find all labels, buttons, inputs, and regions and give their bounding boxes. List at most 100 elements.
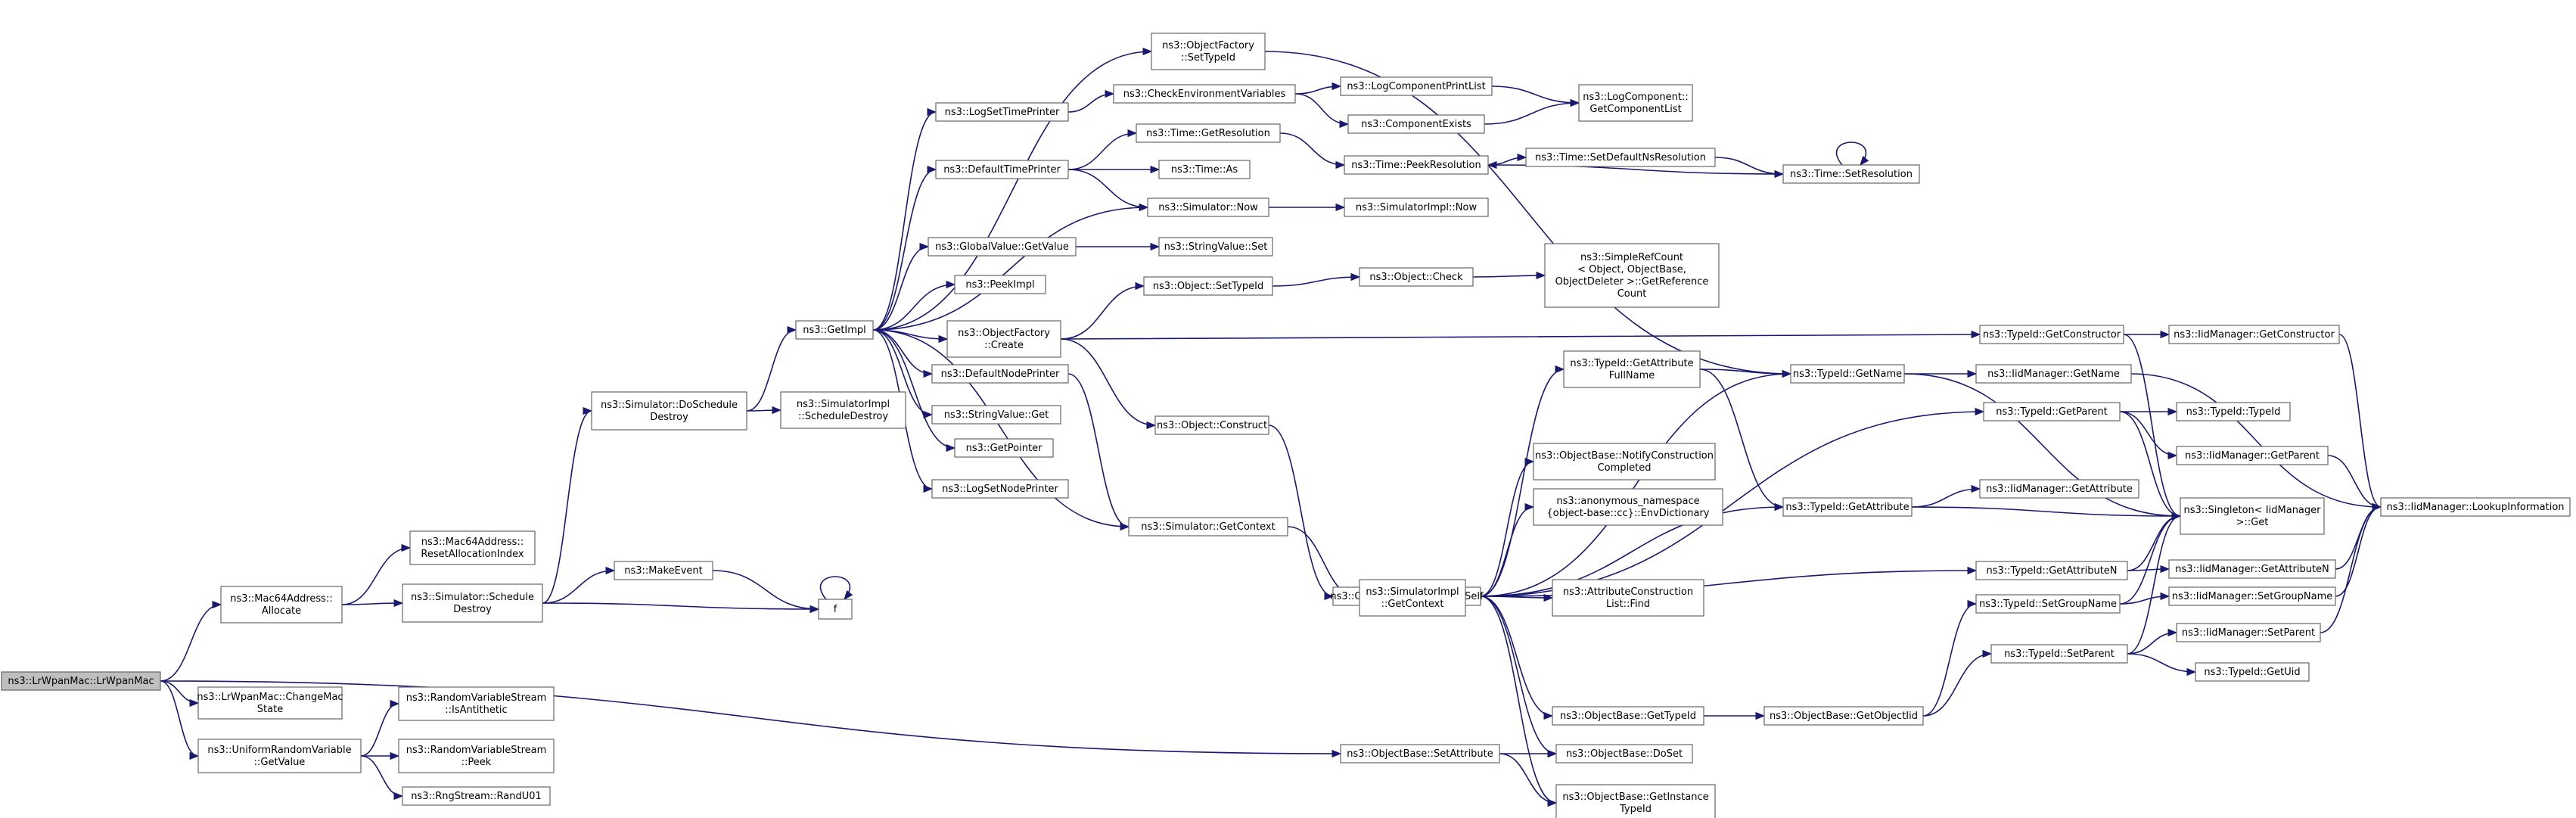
node-box[interactable]	[931, 364, 1069, 384]
function-node-getparent[interactable]: ns3::TypeId::GetParent	[1983, 402, 2121, 421]
node-box[interactable]	[1790, 364, 1905, 384]
node-box[interactable]	[1359, 579, 1466, 617]
node-box[interactable]	[1, 671, 161, 691]
function-node-typeidtypeid[interactable]: ns3::TypeId::TypeId	[2176, 402, 2291, 421]
node-box[interactable]	[1158, 237, 1273, 257]
node-box[interactable]	[931, 479, 1069, 499]
node-box[interactable]	[1136, 123, 1281, 143]
function-node-setattr[interactable]: ns3::ObjectBase::SetAttribute	[1340, 744, 1500, 764]
function-node-ofset[interactable]: ns3::ObjectFactory::SetTypeId	[1151, 33, 1266, 70]
node-box[interactable]	[1578, 84, 1693, 122]
function-node-svget[interactable]: ns3::StringValue::Get	[931, 405, 1061, 425]
node-box[interactable]	[1344, 155, 1489, 175]
function-node-iidgetname[interactable]: ns3::IidManager::GetName	[1975, 364, 2132, 384]
node-box[interactable]	[1975, 561, 2128, 580]
node-box[interactable]	[2195, 662, 2310, 682]
function-node-doset[interactable]: ns3::ObjectBase::DoSet	[1555, 744, 1693, 764]
node-box[interactable]	[954, 438, 1054, 458]
function-node-ofcreate[interactable]: ns3::ObjectFactory::Create	[946, 320, 1061, 358]
node-box[interactable]	[1782, 497, 1913, 517]
function-node-peek[interactable]: ns3::RandomVariableStream::Peek	[398, 739, 555, 773]
function-node-setres[interactable]: ns3::Time::SetResolution	[1782, 164, 1920, 184]
node-box[interactable]	[402, 786, 551, 806]
function-node-isanti[interactable]: ns3::RandomVariableStream::IsAntithetic	[398, 686, 555, 721]
node-box[interactable]	[1359, 267, 1474, 287]
node-box[interactable]	[795, 320, 874, 340]
node-box[interactable]	[931, 405, 1061, 425]
function-node-randu[interactable]: ns3::RngStream::RandU01	[402, 786, 551, 806]
function-node-peekimpl[interactable]: ns3::PeekImpl	[954, 275, 1046, 294]
function-node-getattribute[interactable]: ns3::TypeId::GetAttribute	[1782, 497, 1913, 517]
node-box[interactable]	[2176, 446, 2329, 465]
function-node-allocate[interactable]: ns3::Mac64Address::Allocate	[220, 586, 343, 624]
node-box[interactable]	[1979, 325, 2124, 344]
node-box[interactable]	[1555, 744, 1693, 764]
node-box[interactable]	[780, 391, 906, 429]
node-box[interactable]	[2168, 559, 2336, 579]
node-box[interactable]	[1975, 364, 2132, 384]
function-node-defnode[interactable]: ns3::DefaultNodePrinter	[931, 364, 1069, 384]
node-box[interactable]	[1113, 84, 1296, 104]
function-node-implSched[interactable]: ns3::SimulatorImpl::ScheduleDestroy	[780, 391, 906, 429]
node-box[interactable]	[1525, 148, 1716, 167]
function-node-schedDestroy[interactable]: ns3::Simulator::ScheduleDestroy	[402, 583, 543, 623]
node-box[interactable]	[1782, 164, 1920, 184]
node-box[interactable]	[1340, 76, 1493, 96]
function-node-gettypeid[interactable]: ns3::ObjectBase::GetTypeId	[1552, 706, 1704, 726]
function-node-notify[interactable]: ns3::ObjectBase::NotifyConstructionCompl…	[1533, 443, 1716, 481]
node-box[interactable]	[2176, 402, 2291, 421]
function-node-simctx[interactable]: ns3::Simulator::GetContext	[1128, 517, 1288, 537]
function-node-getimpl[interactable]: ns3::GetImpl	[795, 320, 874, 340]
function-node-setgroup[interactable]: ns3::TypeId::SetGroupName	[1975, 594, 2121, 614]
function-node-checkenv[interactable]: ns3::CheckEnvironmentVariables	[1113, 84, 1296, 104]
node-box[interactable]	[935, 102, 1069, 122]
function-node-resetalloc[interactable]: ns3::Mac64Address::ResetAllocationIndex	[409, 530, 536, 565]
function-node-objcheck[interactable]: ns3::Object::Check	[1359, 267, 1474, 287]
node-box[interactable]	[1158, 160, 1251, 179]
node-box[interactable]	[1763, 706, 1924, 726]
node-box[interactable]	[2168, 586, 2336, 606]
function-node-objectiid[interactable]: ns3::ObjectBase::GetObjectIid	[1763, 706, 1924, 726]
node-box[interactable]	[197, 739, 362, 773]
function-node-svset[interactable]: ns3::StringValue::Set	[1158, 237, 1273, 257]
function-node-iidsetparent[interactable]: ns3::IidManager::SetParent	[2176, 623, 2321, 642]
node-box[interactable]	[1990, 644, 2128, 664]
function-node-iidsetgroup[interactable]: ns3::IidManager::SetGroupName	[2168, 586, 2336, 606]
node-box[interactable]	[946, 320, 1061, 358]
function-node-simnow[interactable]: ns3::Simulator::Now	[1147, 198, 1269, 217]
node-box[interactable]	[1147, 198, 1269, 217]
node-box[interactable]	[197, 686, 343, 720]
node-box[interactable]	[935, 160, 1069, 179]
node-box[interactable]	[409, 530, 536, 565]
node-box[interactable]	[2380, 497, 2571, 517]
node-box[interactable]	[398, 686, 555, 721]
function-node-objset[interactable]: ns3::Object::SetTypeId	[1143, 276, 1273, 296]
function-node-getattrn[interactable]: ns3::TypeId::GetAttributeN	[1975, 561, 2128, 580]
node-box[interactable]	[954, 275, 1046, 294]
node-box[interactable]	[1552, 579, 1704, 617]
node-box[interactable]	[398, 739, 555, 773]
function-node-getptr[interactable]: ns3::GetPointer	[954, 438, 1054, 458]
function-node-getname[interactable]: ns3::TypeId::GetName	[1790, 364, 1905, 384]
function-node-implctx[interactable]: ns3::SimulatorImpl::GetContext	[1359, 579, 1466, 617]
function-node-logprint[interactable]: ns3::LogComponentPrintList	[1340, 76, 1493, 96]
function-node-timepeekres[interactable]: ns3::Time::PeekResolution	[1344, 155, 1489, 175]
node-box[interactable]	[1533, 488, 1723, 526]
function-node-setdefns[interactable]: ns3::Time::SetDefaultNsResolution	[1525, 148, 1716, 167]
function-node-logtime[interactable]: ns3::LogSetTimePrinter	[935, 102, 1069, 122]
function-node-lookup[interactable]: ns3::IidManager::LookupInformation	[2380, 497, 2571, 517]
function-node-deftime[interactable]: ns3::DefaultTimePrinter	[935, 160, 1069, 179]
function-node-f[interactable]: f	[818, 599, 853, 620]
function-node-logcomp[interactable]: ns3::LogComponent::GetComponentList	[1578, 84, 1693, 122]
node-box[interactable]	[2180, 497, 2325, 535]
node-box[interactable]	[402, 583, 543, 623]
node-box[interactable]	[928, 237, 1077, 257]
function-node-root[interactable]: ns3::LrWpanMac::LrWpanMac	[1, 671, 161, 691]
node-box[interactable]	[1154, 415, 1269, 435]
function-node-timeas[interactable]: ns3::Time::As	[1158, 160, 1251, 179]
function-node-getconstructor[interactable]: ns3::TypeId::GetConstructor	[1979, 325, 2124, 344]
function-node-compexists[interactable]: ns3::ComponentExists	[1347, 114, 1485, 134]
